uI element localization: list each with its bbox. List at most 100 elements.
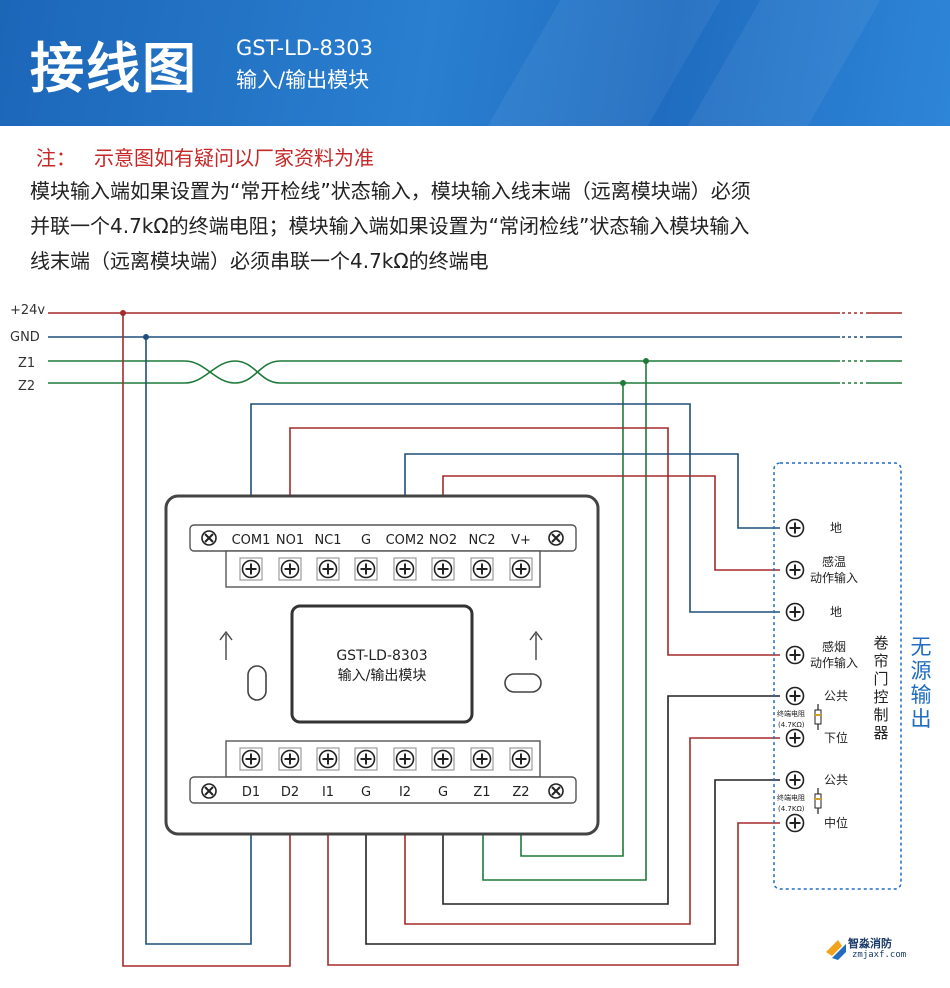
controller-terminal-screw-4 <box>785 645 805 665</box>
page-title: 接线图 <box>30 37 198 100</box>
top-terminal-screw-4 <box>356 559 376 579</box>
terminal-resistor-1: 终端电阻 (4.7KΩ) <box>777 704 822 730</box>
ctrl-label-common-1: 公共 <box>824 689 848 703</box>
svg-text:器: 器 <box>873 724 888 742</box>
svg-text:控: 控 <box>873 688 888 706</box>
svg-text:制: 制 <box>873 706 888 724</box>
controller-terminal-screw-5 <box>785 686 805 706</box>
note-text: 示意图如有疑问以厂家资料为准 <box>94 146 374 170</box>
wire-z1 <box>482 361 647 881</box>
top-terminal-screw-1 <box>241 559 261 579</box>
wire-24v-d2 <box>122 313 291 967</box>
top-terminal-screw-3 <box>318 559 338 579</box>
instruction-paragraph: 模块输入端如果设置为“常开检线”状态输入，模块输入线末端（远离模块端）必须 并联… <box>30 174 930 279</box>
wire-i2 <box>404 737 780 925</box>
bottom-terminal-screw-8 <box>511 749 531 769</box>
controller-terminal-screws <box>785 518 805 833</box>
bottom-terminal-screws <box>239 747 533 771</box>
terminal-label-no2: NO2 <box>429 533 457 548</box>
paragraph-line: 线末端（远离模块端）必须串联一个4.7kΩ的终端电 <box>30 249 489 273</box>
svg-text:终端电阻: 终端电阻 <box>777 709 805 718</box>
terminal-label-z2: Z2 <box>512 785 529 800</box>
note-line: 注： 示意图如有疑问以厂家资料为准 <box>36 142 392 171</box>
terminal-label-com2: COM2 <box>386 533 425 548</box>
top-terminal-screw-7 <box>472 559 492 579</box>
svg-text:卷: 卷 <box>873 634 888 652</box>
bottom-terminal-screw-3 <box>318 749 338 769</box>
top-terminal-screw-2 <box>280 559 300 579</box>
note-prefix: 注： <box>36 146 76 170</box>
top-terminal-screws <box>239 557 533 581</box>
bottom-terminal-screw-1 <box>241 749 261 769</box>
wire-z2 <box>520 383 624 857</box>
terminal-label-nc2: NC2 <box>468 533 495 548</box>
ctrl-label-smoke-1: 感烟 <box>822 639 846 654</box>
svg-text:终端电阻: 终端电阻 <box>777 793 805 802</box>
controller-terminal-screw-1 <box>785 518 805 538</box>
ctrl-label-middle: 中位 <box>824 815 848 830</box>
top-terminal-screw-5 <box>395 559 415 579</box>
top-terminal-screw-8 <box>511 559 531 579</box>
svg-text:门: 门 <box>873 670 888 688</box>
logo-url: zmjaxf.com <box>852 950 907 960</box>
header-banner: 接线图 GST-LD-8303 输入/输出模块 <box>0 0 950 126</box>
module-name: 输入/输出模块 <box>236 68 370 92</box>
terminal-label-d1: D1 <box>242 785 260 800</box>
svg-text:(4.7KΩ): (4.7KΩ) <box>778 721 805 729</box>
svg-text:(4.7KΩ): (4.7KΩ) <box>778 805 805 813</box>
module-center-model: GST-LD-8303 <box>336 648 427 664</box>
ctrl-label-smoke-2: 动作输入 <box>810 655 858 670</box>
ctrl-label-heat-2: 动作输入 <box>810 570 858 585</box>
terminal-label-com1: COM1 <box>232 533 271 548</box>
bottom-terminal-screw-5 <box>395 749 415 769</box>
terminal-label-z1: Z1 <box>473 785 490 800</box>
wire-com2 <box>404 453 780 529</box>
terminal-label-g: G <box>361 785 371 800</box>
bus-label-z1: Z1 <box>18 356 35 371</box>
svg-text:源: 源 <box>911 659 932 683</box>
bus-label-24v: +24v <box>10 303 45 318</box>
ctrl-label-ground-1: 地 <box>830 521 842 535</box>
bottom-terminal-screw-6 <box>433 749 453 769</box>
logo-name: 智淼消防 <box>848 937 892 950</box>
wire-g2 <box>442 695 780 905</box>
controller-terminal-screw-2 <box>785 560 805 580</box>
wire-i1 <box>327 822 780 966</box>
bus-z1-line <box>48 360 840 384</box>
svg-text:出: 出 <box>911 707 932 731</box>
controller-terminal-screw-7 <box>785 770 805 790</box>
module-wires <box>122 313 780 967</box>
terminal-label-d2: D2 <box>281 785 299 800</box>
svg-text:无: 无 <box>911 635 932 659</box>
bottom-terminal-screw-7 <box>472 749 492 769</box>
bus-label-gnd: GND <box>10 330 40 345</box>
terminal-label-vplus: V+ <box>511 533 531 548</box>
ctrl-label-down: 下位 <box>824 730 848 745</box>
controller-label: 卷 帘 门 控 制 器 <box>873 634 888 742</box>
svg-text:帘: 帘 <box>873 652 888 670</box>
terminal-label-g: G <box>361 533 371 548</box>
wire-no2 <box>442 475 780 571</box>
paragraph-line: 并联一个4.7kΩ的终端电阻；模块输入端如果设置为“常闭检线”状态输入模块输入 <box>30 214 750 238</box>
logo-icon <box>826 940 846 960</box>
ctrl-label-heat-1: 感温 <box>822 554 846 569</box>
bottom-terminal-screw-2 <box>280 749 300 769</box>
wire-g1 <box>365 779 780 945</box>
passive-output-label: 无 源 输 出 <box>911 635 932 731</box>
model-number: GST-LD-8303 <box>236 36 373 60</box>
wire-no1 <box>289 427 780 656</box>
controller-terminal-screw-3 <box>785 602 805 622</box>
paragraph-line: 模块输入端如果设置为“常开检线”状态输入，模块输入线末端（远离模块端）必须 <box>30 179 751 203</box>
controller-box <box>773 462 902 890</box>
bus-label-z2: Z2 <box>18 379 35 394</box>
controller-terminal-screw-6 <box>785 728 805 748</box>
module-center-name: 输入/输出模块 <box>338 668 427 684</box>
ctrl-label-ground-2: 地 <box>830 605 842 619</box>
svg-text:输: 输 <box>911 683 932 707</box>
terminal-label-no1: NO1 <box>276 533 304 548</box>
terminal-resistor-2: 终端电阻 (4.7KΩ) <box>777 788 822 814</box>
terminal-label-g: G <box>438 785 448 800</box>
terminal-label-nc1: NC1 <box>314 533 341 548</box>
bus-lines <box>48 312 902 384</box>
